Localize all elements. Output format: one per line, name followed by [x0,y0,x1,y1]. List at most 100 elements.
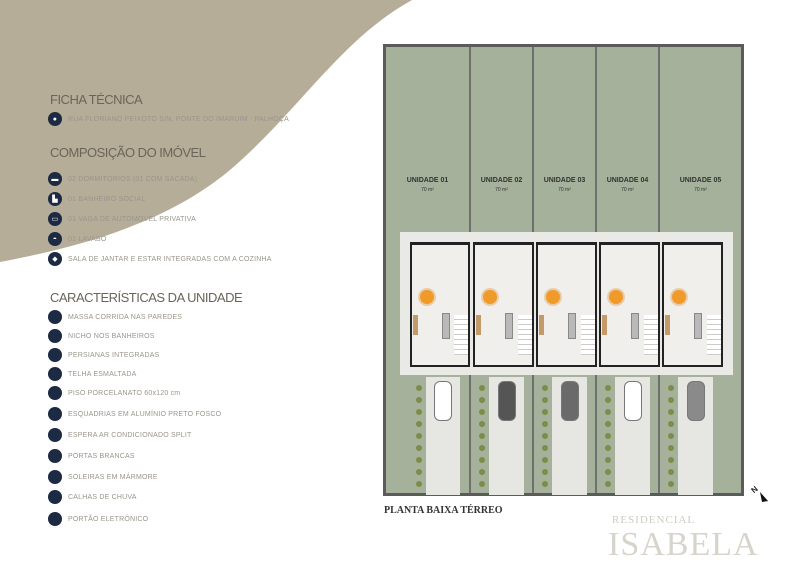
feature-label: PORTAS BRANCAS [68,452,135,460]
stairs-icon [454,315,468,355]
bench-icon [476,315,481,335]
tree-icon [542,469,548,475]
sink-icon: ◓ [48,232,62,246]
tree-icon [668,385,674,391]
tree-icon [416,433,422,439]
tree-icon [542,397,548,403]
unit-label: UNIDADE 04 [606,177,649,184]
bench-icon [665,315,670,335]
sofa-icon [442,313,450,339]
tree-icon [605,421,611,427]
feature-item: CALHAS DE CHUVA [48,490,137,504]
feature-item: SOLEIRAS EM MÁRMORE [48,470,158,484]
tree-icon [668,409,674,415]
tree-icon [668,457,674,463]
stairs-icon [707,315,721,355]
bed-icon: ▬ [48,172,62,186]
car-icon [497,381,516,421]
composition-item: ▭ 01 VAGA DE AUTOMÓVEL PRIVATIVA [48,212,196,226]
feature-item: PORTÃO ELETRÔNICO [48,512,148,526]
feature-label: TELHA ESMALTADA [68,370,137,378]
feature-item: ESQUADRIAS EM ALUMÍNIO PRETO FOSCO [48,407,221,421]
driveway [489,377,524,495]
bullet-icon [48,490,62,504]
composicao-title: COMPOSIÇÃO DO IMÓVEL [50,145,206,160]
composition-item: ◆SALA DE JANTAR E ESTAR INTEGRADAS COM A… [48,252,272,266]
dining-table-icon [672,290,686,304]
bench-icon [539,315,544,335]
tree-icon [668,421,674,427]
unit-area: 70 m² [621,187,634,193]
driveway [426,377,460,495]
address-text: RUA FLORIANO PEIXOTO S/N, PONTE DO IMARU… [68,115,289,123]
dining-table-icon [420,290,434,304]
unit-area: 70 m² [558,187,571,193]
bullet-icon [48,367,62,381]
unit-label: UNIDADE 03 [543,177,586,184]
toilet-icon: ▙ [48,192,62,206]
sofa-icon [694,313,702,339]
tree-icon [605,481,611,487]
dining-table-icon [609,290,623,304]
ficha-tecnica-title: FICHA TÉCNICA [50,92,143,107]
tree-icon [542,457,548,463]
house-floor-plan [536,242,597,367]
tree-icon [479,421,485,427]
floor-plan: UNIDADE 01 70 m² UNIDADE 02 70 m² UNIDAD… [383,44,744,496]
tree-icon [605,397,611,403]
house-floor-plan [599,242,660,367]
feature-item: NICHO NOS BANHEIROS [48,329,155,343]
tree-icon [416,397,422,403]
feature-label: MASSA CORRIDA NAS PAREDES [68,313,183,321]
feature-item: MASSA CORRIDA NAS PAREDES [48,310,182,324]
composition-label: 01 VAGA DE AUTOMÓVEL PRIVATIVA [68,215,197,223]
logo-residencial: RESIDENCIAL [612,514,696,526]
bench-icon [413,315,418,335]
sofa-icon [568,313,576,339]
tree-icon [542,421,548,427]
driveway [552,377,587,495]
composition-item: ▙01 BANHEIRO SOCIAL [48,192,146,206]
unit-area: 70 m² [495,187,508,193]
tree-icon [479,409,485,415]
sofa-icon [505,313,513,339]
tree-icon [605,409,611,415]
tree-icon [479,481,485,487]
bullet-icon [48,428,62,442]
feature-item: PERSIANAS INTEGRADAS [48,348,160,362]
tree-icon [542,445,548,451]
composition-item: ◓01 LAVABO [48,232,107,246]
unit-area: 70 m² [421,187,434,193]
bullet-icon [48,348,62,362]
tree-icon [605,385,611,391]
bullet-icon [48,470,62,484]
bullet-icon [48,512,62,526]
feature-item: ESPERA AR CONDICIONADO SPLIT [48,428,191,442]
car-icon: ▭ [48,212,62,226]
feature-label: PORTÃO ELETRÔNICO [68,515,149,523]
composition-item: ▬02 DORMITÓRIOS (01 COM SACADA) [48,172,197,186]
car-icon [434,381,452,421]
sofa-icon [631,313,639,339]
tree-icon [668,469,674,475]
feature-label: PERSIANAS INTEGRADAS [68,351,160,359]
car-icon [560,381,579,421]
car-icon [686,381,705,421]
tree-icon [479,445,485,451]
north-arrow-icon: N [750,484,776,510]
dining-table-icon [483,290,497,304]
logo-isabela: ISABELA [608,526,759,563]
tree-icon [542,409,548,415]
tree-icon [416,481,422,487]
tree-icon [416,469,422,475]
feature-label: NICHO NOS BANHEIROS [68,332,155,340]
bench-icon [602,315,607,335]
feature-label: ESPERA AR CONDICIONADO SPLIT [68,431,192,439]
tree-icon [605,457,611,463]
building-block [400,232,733,375]
house-floor-plan [473,242,534,367]
tree-icon [479,385,485,391]
feature-item: PISO PORCELANATO 60x120 cm [48,386,180,400]
tree-icon [668,433,674,439]
